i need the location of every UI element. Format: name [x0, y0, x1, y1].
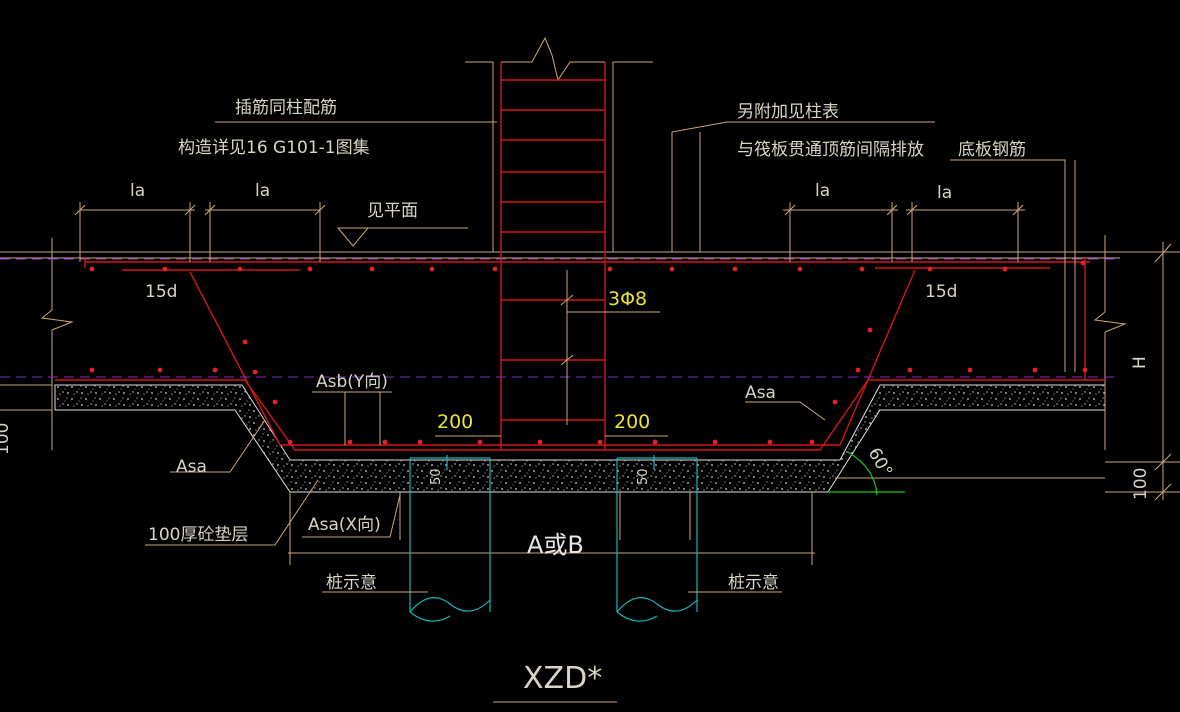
dim-200-right-label: 200 [614, 411, 650, 433]
pile-left-label: 桩示意 [326, 573, 377, 593]
dim-200-left-label: 200 [437, 411, 473, 433]
see-plan-label: 见平面 [367, 201, 418, 221]
angle-label: 60° [864, 445, 896, 481]
construction-ref-label: 构造详见16 G101-1图集 [178, 138, 370, 158]
pile-embed-dims [446, 455, 655, 470]
dim-50-left-label: 50 [429, 468, 444, 485]
column-frame [465, 36, 653, 450]
la-label-3: la [815, 181, 830, 201]
la-label-4: la [937, 183, 952, 203]
angle-marker [828, 451, 905, 496]
raft-outline [0, 235, 1180, 703]
la-dimensions [74, 202, 1025, 262]
pile-left [409, 457, 491, 622]
drawing-title: XZD* [523, 661, 602, 696]
la-label-2: la [255, 181, 270, 201]
a-or-b-label: A或B [527, 531, 584, 559]
asb-y-label: Asb(Y向) [316, 372, 388, 392]
bottom-bars-label: 底板钢筋 [958, 140, 1026, 160]
concrete-cushion-layer [54, 384, 1106, 493]
15d-right-label: 15d [925, 282, 957, 302]
height-h-label: H [1130, 356, 1150, 369]
asa-x-label: Asa(X向) [308, 515, 381, 535]
dim-100-left-label: 100 [0, 423, 13, 455]
dim-50-right-label: 50 [636, 468, 651, 485]
asa-right-label: Asa [745, 383, 776, 403]
dim-100-right-label: 100 [1131, 468, 1151, 500]
column-stirrups [501, 79, 605, 421]
insert-bars-label: 插筋同柱配筋 [235, 98, 337, 118]
pile-right [616, 457, 698, 622]
stirrup-label: 3Φ8 [608, 288, 647, 310]
raft-top-reinforcement [84, 257, 1090, 380]
rebar-dots [89, 260, 1088, 445]
15d-left-label: 15d [145, 282, 177, 302]
add-column-table-label: 另附加见柱表 [737, 102, 839, 122]
asa-left-label: Asa [176, 457, 207, 477]
leader-lines [145, 121, 1076, 593]
raft-top-bars-label: 与筏板贯通顶筋间隔排放 [737, 140, 924, 160]
cushion-label: 100厚砼垫层 [148, 525, 248, 545]
la-label-1: la [130, 181, 145, 201]
pit-bottom-reinforcement [55, 269, 1105, 451]
pile-right-label: 桩示意 [728, 573, 779, 593]
